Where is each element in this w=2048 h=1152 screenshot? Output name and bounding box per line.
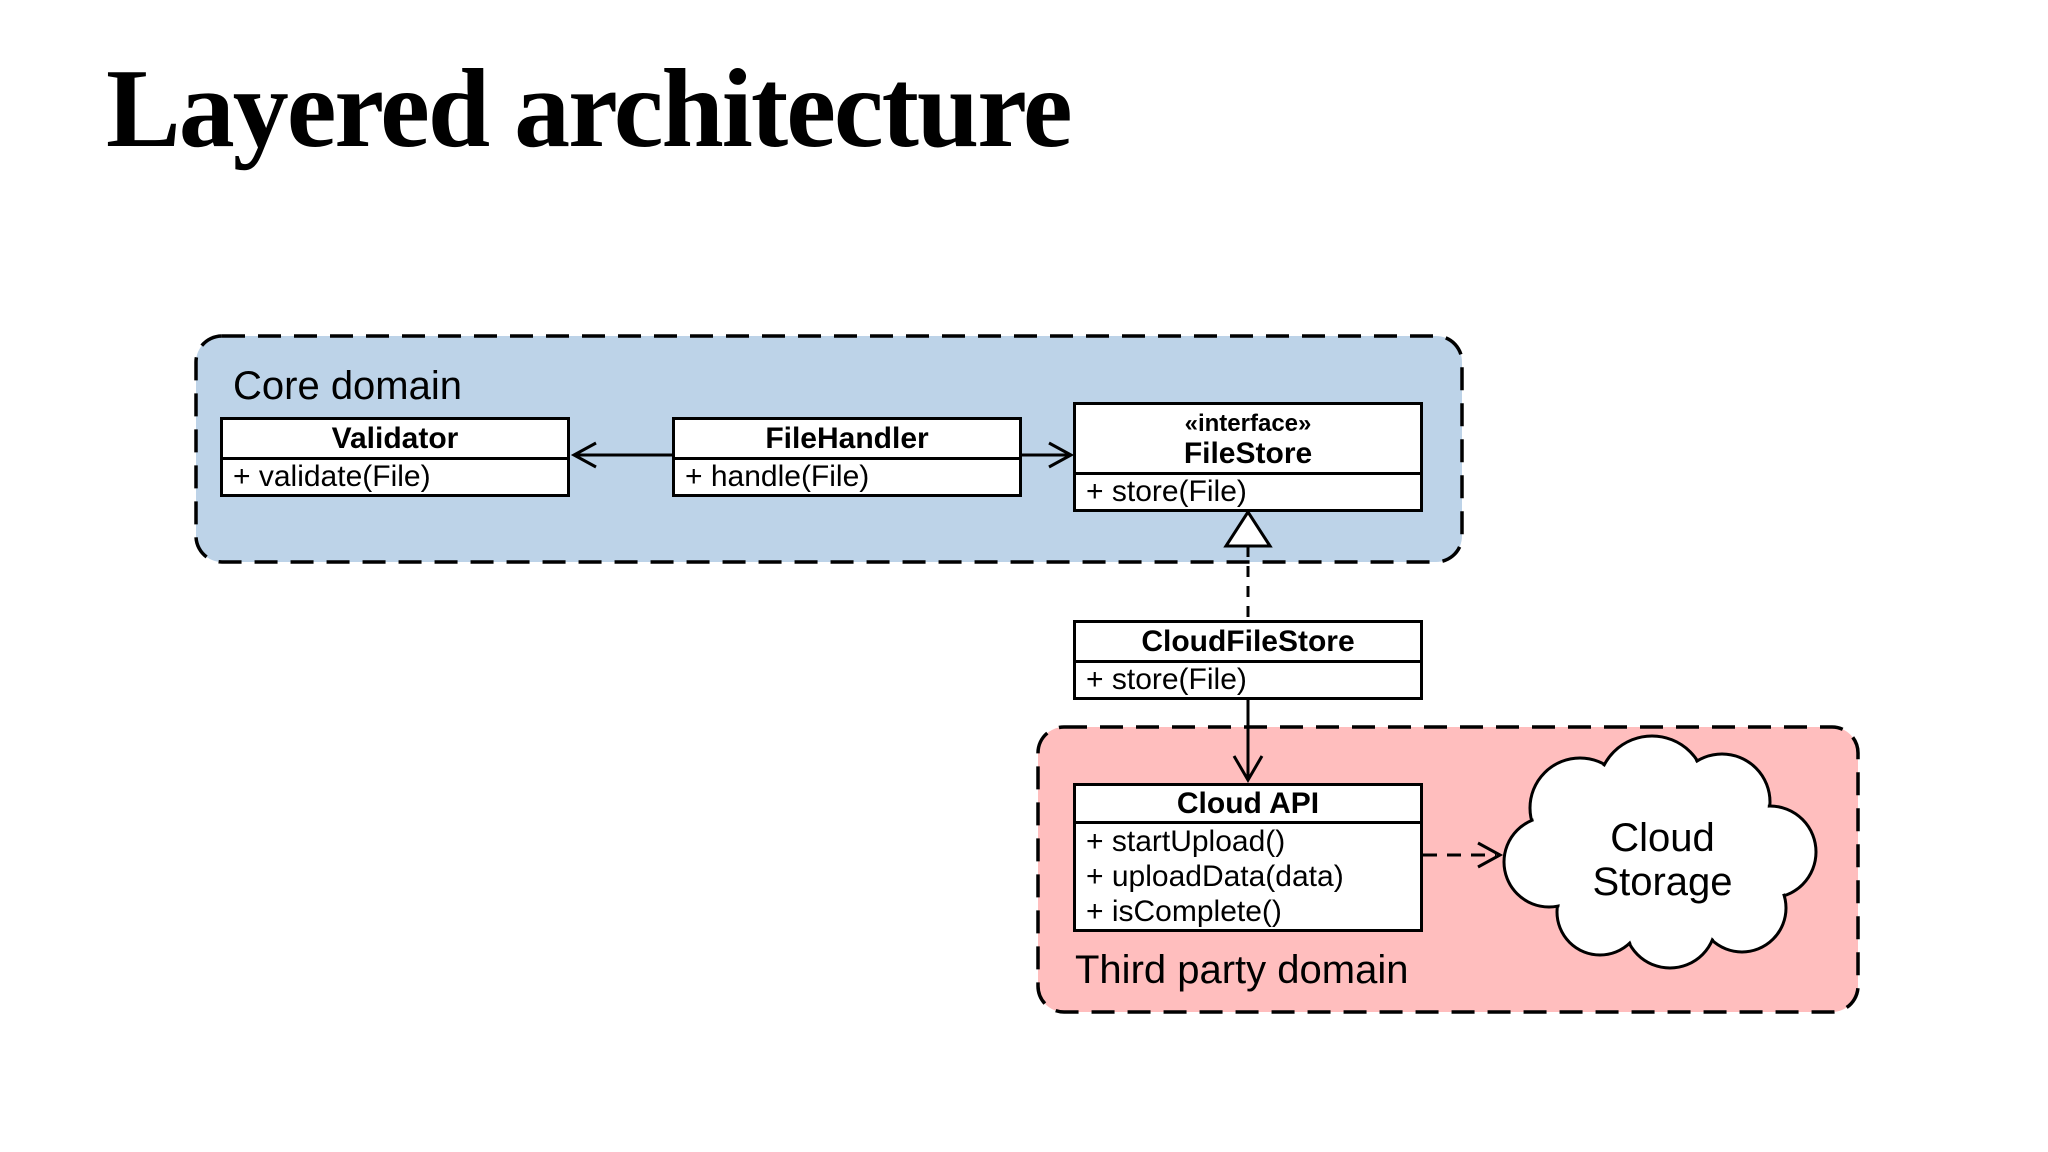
uml-class-cloudapi: Cloud API + startUpload() + uploadData(d…: [1073, 783, 1423, 932]
uml-class-filehandler: FileHandler + handle(File): [672, 417, 1022, 497]
uml-class-filestore-stereotype: «interface»: [1184, 410, 1312, 437]
uml-class-filehandler-title: FileHandler: [675, 420, 1019, 460]
uml-method: + store(File): [1086, 475, 1247, 508]
arrow-filehandler-to-filestore: [1020, 441, 1075, 469]
cloud-storage-label-line1: Cloud: [1610, 816, 1715, 860]
arrow-cloudfilestore-to-cloudapi: [1232, 699, 1264, 783]
uml-method: + validate(File): [233, 460, 431, 493]
cloud-storage-label: Cloud Storage: [1540, 816, 1785, 904]
uml-class-filestore: «interface» FileStore + store(File): [1073, 402, 1423, 512]
cloud-shape-icon: [1502, 734, 1818, 970]
page-title: Layered architecture: [106, 47, 1073, 171]
uml-class-cloudfilestore-title: CloudFileStore: [1076, 623, 1420, 663]
uml-class-filestore-header: «interface» FileStore: [1076, 405, 1420, 475]
uml-method: + handle(File): [685, 460, 870, 493]
uml-method: + store(File): [1086, 663, 1247, 696]
arrow-cloudapi-to-cloudstorage: [1423, 841, 1504, 869]
uml-method: + isComplete(): [1086, 895, 1282, 928]
uml-class-cloudfilestore: CloudFileStore + store(File): [1073, 620, 1423, 700]
realization-cloudfilestore-to-filestore: [1223, 509, 1273, 619]
uml-class-filestore-title: FileStore: [1183, 437, 1313, 470]
uml-class-validator: Validator + validate(File): [220, 417, 570, 497]
third-party-domain-label: Third party domain: [1075, 948, 1409, 992]
uml-method: + uploadData(data): [1086, 860, 1344, 893]
core-domain-label: Core domain: [233, 364, 463, 408]
uml-method: + startUpload(): [1086, 825, 1286, 858]
uml-class-cloudapi-title: Cloud API: [1076, 786, 1420, 824]
uml-class-validator-title: Validator: [223, 420, 567, 460]
cloud-storage-label-line2: Storage: [1592, 860, 1733, 904]
arrow-filehandler-to-validator: [570, 441, 672, 469]
